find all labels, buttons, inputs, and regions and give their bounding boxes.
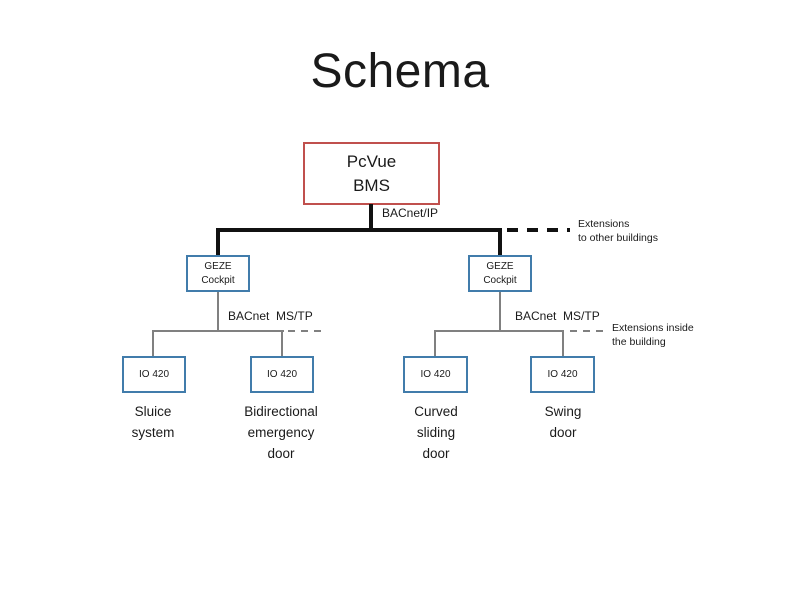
trunk-drop-left-line — [216, 228, 220, 257]
mstp-left-drop-line — [217, 292, 219, 331]
mstp-left-branch1-line — [152, 330, 154, 356]
mstp-right-branch2-line — [562, 330, 564, 356]
device-label-bidirectional-emergency-door: Bidirectional emergency door — [244, 404, 318, 461]
bacnet-mstp-label-left: BACnet MS/TP — [228, 309, 313, 323]
bacnet-mstp-label-right: BACnet MS/TP — [515, 309, 600, 323]
io420-box-2: IO 420 — [250, 356, 314, 393]
device-label-swing-door: Swing door — [544, 404, 582, 440]
pcvue-bms-label: PcVue BMS — [346, 151, 397, 195]
io420-label: IO 420 — [266, 369, 298, 380]
mstp-left-bus-line — [152, 330, 284, 332]
io420-box-4: IO 420 — [530, 356, 595, 393]
geze-cockpit-label: GEZE Cockpit — [201, 261, 235, 286]
device-label-curved-sliding-door: Curved sliding door — [414, 404, 458, 461]
slide-title: Schema — [310, 45, 490, 98]
trunk-drop-from-root-line — [369, 204, 373, 232]
mstp-right-branch1-line — [434, 330, 436, 356]
mstp-right-extension-dashed-line — [570, 330, 608, 332]
io420-box-1: IO 420 — [122, 356, 186, 393]
io420-box-3: IO 420 — [403, 356, 468, 393]
mstp-right-bus-line — [434, 330, 564, 332]
pcvue-bms-box: PcVue BMS — [303, 142, 440, 205]
mstp-left-extension-dashed-line — [288, 330, 324, 332]
bacnet-ip-extension-dashed-line — [507, 228, 570, 232]
bacnet-ip-label: BACnet/IP — [382, 206, 439, 220]
device-label-sluice-system: Sluice system — [131, 404, 175, 440]
geze-cockpit-label: GEZE Cockpit — [483, 261, 517, 286]
bacnet-ip-bus-line — [216, 228, 502, 232]
io420-label: IO 420 — [547, 369, 578, 380]
extensions-other-buildings-label: Extensions to other buildings — [578, 218, 658, 244]
io420-label: IO 420 — [420, 369, 451, 380]
io420-label: IO 420 — [138, 369, 170, 380]
extensions-inside-building-label: Extensions inside the building — [612, 322, 694, 348]
mstp-right-drop-line — [499, 292, 501, 331]
geze-cockpit-box-right: GEZE Cockpit — [468, 255, 532, 292]
trunk-drop-right-line — [498, 228, 502, 257]
geze-cockpit-box-left: GEZE Cockpit — [186, 255, 250, 292]
mstp-left-branch2-line — [281, 330, 283, 356]
